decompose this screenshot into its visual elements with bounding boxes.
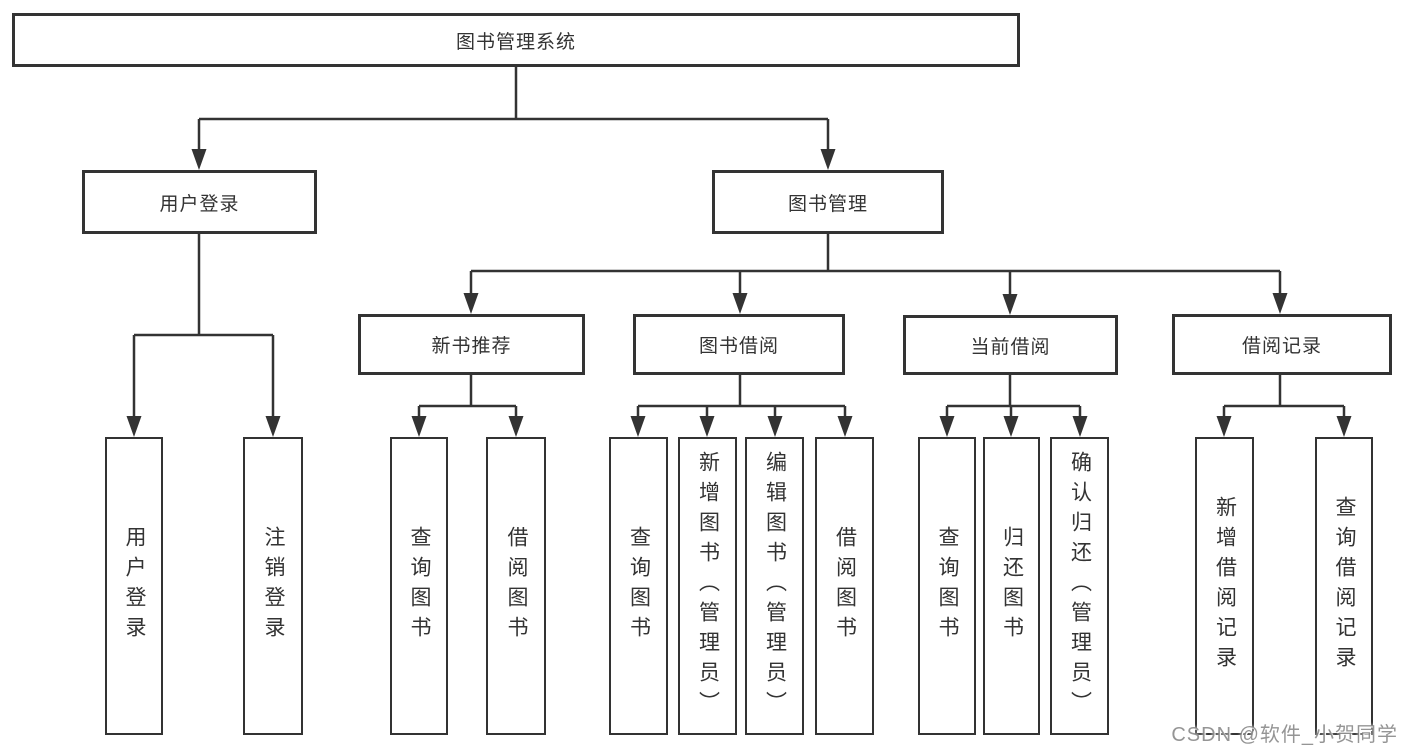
node-edit-books-admin: 编辑图书（管理员） xyxy=(745,437,804,735)
watermark: CSDN @软件_小贺同学 xyxy=(1171,724,1398,746)
node-borrow-books-recommend: 借阅图书 xyxy=(486,437,546,735)
node-query-borrow-record: 查询借阅记录 xyxy=(1315,437,1373,735)
node-library-system: 图书管理系统 xyxy=(12,13,1020,67)
node-return-books: 归还图书 xyxy=(983,437,1040,735)
node-logout-leaf: 注销登录 xyxy=(243,437,303,735)
arrowheads xyxy=(126,149,1352,437)
node-book-borrowing: 图书借阅 xyxy=(633,314,845,375)
node-add-books-admin: 新增图书（管理员） xyxy=(678,437,737,735)
node-borrowing-records: 借阅记录 xyxy=(1172,314,1392,375)
node-query-books-current: 查询图书 xyxy=(918,437,976,735)
node-current-borrowing: 当前借阅 xyxy=(903,315,1118,375)
node-confirm-return-admin: 确认归还（管理员） xyxy=(1050,437,1109,735)
node-query-books-recommend: 查询图书 xyxy=(390,437,448,735)
node-book-management-branch: 图书管理 xyxy=(712,170,944,234)
node-borrow-books-borrowing: 借阅图书 xyxy=(815,437,874,735)
node-user-login-branch: 用户登录 xyxy=(82,170,317,234)
node-query-books-borrowing: 查询图书 xyxy=(609,437,668,735)
node-user-login-leaf: 用户登录 xyxy=(105,437,163,735)
node-add-borrow-record: 新增借阅记录 xyxy=(1195,437,1254,735)
node-new-book-recommendation: 新书推荐 xyxy=(358,314,585,375)
